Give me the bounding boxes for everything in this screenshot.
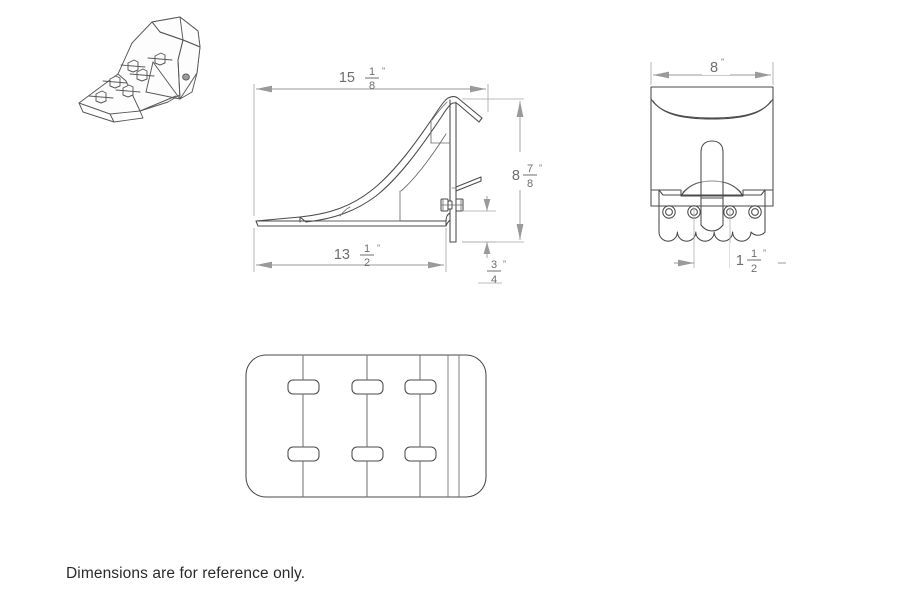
- dim-unit-base-length: ”: [377, 243, 380, 253]
- dim-denominator-overall-height: 8: [527, 178, 533, 190]
- side-view-fastener: [440, 198, 464, 212]
- dim-unit-overall-height: ”: [539, 163, 542, 173]
- dim-whole-hole-spacing: 1: [736, 253, 744, 269]
- dim-unit-overall-width: ”: [721, 57, 724, 67]
- front-elevation-view: 8 ” 1 1 2 ”: [650, 57, 786, 275]
- isometric-cleat-group: [88, 52, 173, 104]
- reference-note: Dimensions are for reference only.: [66, 565, 306, 582]
- dim-whole-overall-width: 8: [710, 60, 718, 76]
- isometric-bolt-icon: [182, 73, 190, 81]
- front-view-hole-group: [662, 205, 762, 219]
- dimension-label-foot-height: 3 4 ”: [487, 259, 506, 286]
- dim-whole-overall-length: 15: [339, 70, 355, 86]
- isometric-view: [78, 16, 201, 123]
- dimension-label-overall-height: 8 7 8 ”: [506, 152, 542, 190]
- top-view-slot-row-lower: [287, 446, 437, 462]
- dim-denominator-foot-height: 4: [491, 274, 497, 286]
- dimension-base-length: 13 1 2 ”: [253, 228, 447, 272]
- dim-unit-overall-length: ”: [382, 66, 385, 76]
- dim-whole-overall-height: 8: [512, 168, 520, 184]
- top-view-slot-row-upper: [287, 379, 437, 395]
- dim-numerator-hole-spacing: 1: [751, 248, 757, 260]
- dim-whole-base-length: 13: [334, 247, 350, 263]
- dimension-overall-width: 8 ”: [650, 57, 774, 85]
- dim-denominator-overall-length: 8: [369, 80, 375, 92]
- dim-unit-foot-height: ”: [503, 259, 506, 269]
- dimension-foot-height: 3 4 ”: [462, 196, 506, 286]
- dimension-label-hole-spacing: 1 1 2 ”: [730, 243, 778, 275]
- side-elevation-view: 15 1 8 ” 13 1 2 ”: [253, 66, 542, 286]
- dim-numerator-overall-length: 1: [369, 66, 375, 78]
- dim-numerator-overall-height: 7: [527, 163, 533, 175]
- dim-denominator-base-length: 2: [364, 257, 370, 269]
- dimension-label-overall-length: 15 1 8 ”: [339, 66, 385, 92]
- dimension-label-base-length: 13 1 2 ”: [334, 243, 380, 269]
- dimension-label-overall-width: 8 ”: [702, 57, 730, 76]
- dim-denominator-hole-spacing: 2: [751, 263, 757, 275]
- top-flat-pattern-view: [245, 354, 487, 498]
- dimension-overall-height: 8 7 8 ”: [462, 98, 542, 243]
- dim-unit-hole-spacing: ”: [763, 248, 766, 258]
- dimension-overall-length: 15 1 8 ”: [253, 66, 489, 216]
- dim-numerator-base-length: 1: [364, 243, 370, 255]
- dimension-hole-spacing: 1 1 2 ”: [674, 206, 786, 275]
- dim-numerator-foot-height: 3: [491, 259, 497, 271]
